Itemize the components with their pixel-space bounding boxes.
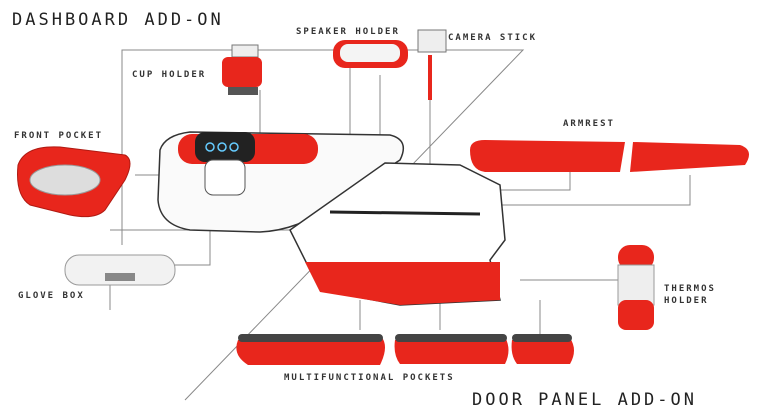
multifunctional-pockets-shapes [236,334,574,365]
label-cup-holder: CUP HOLDER [132,70,207,80]
dashboard-addon-title: DASHBOARD ADD-ON [12,10,224,30]
label-multifunctional-pockets: MULTIFUNCTIONAL POCKETS [284,373,455,383]
label-camera-stick: CAMERA STICK [448,33,538,43]
label-thermos: THERMOS [664,284,716,294]
glove-box-shape [64,254,176,286]
dashboard-shape [157,131,405,233]
label-armrest: ARMREST [563,119,615,129]
label-speaker-holder: SPEAKER HOLDER [296,27,400,37]
label-thermos-holder: HOLDER [664,296,709,306]
armrest-shape-1 [470,140,625,172]
armrest-shape-2 [630,142,749,172]
front-pocket-shape [17,146,131,218]
camera-stick-shape [417,29,447,100]
cup-holder-shape [222,44,262,95]
thermos-holder-shape [617,245,655,330]
label-front-pocket: FRONT POCKET [14,131,104,141]
door-panel-addon-title: DOOR PANEL ADD-ON [472,390,697,410]
door-panel-shape [289,162,506,306]
label-glove-box: GLOVE BOX [18,291,85,301]
